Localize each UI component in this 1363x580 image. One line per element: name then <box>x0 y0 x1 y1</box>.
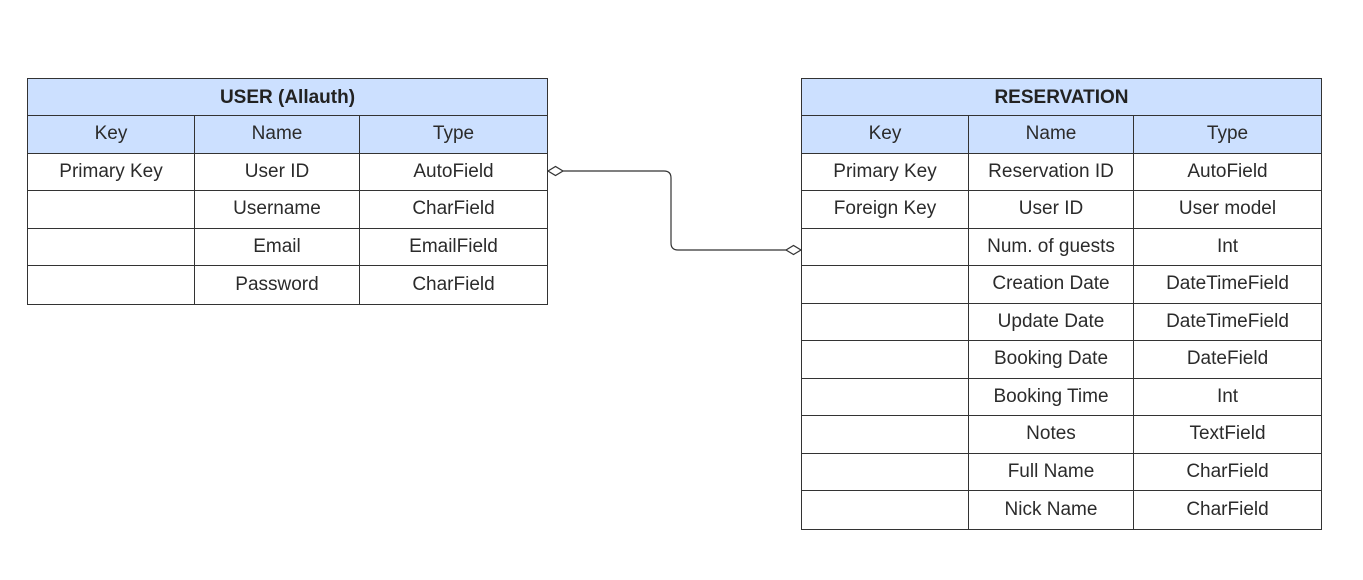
field-key <box>802 416 969 453</box>
field-type: EmailField <box>409 235 498 257</box>
field-type: DateField <box>1186 348 1269 370</box>
field-key <box>802 266 969 303</box>
field-type: AutoField <box>1187 160 1268 182</box>
field-key <box>28 266 195 304</box>
reservation-field-row: Update Date DateTimeField <box>802 303 1321 341</box>
field-key <box>28 228 195 265</box>
user-field-row: Email EmailField <box>28 228 547 266</box>
reservation-field-row: Booking Time Int <box>802 378 1321 416</box>
field-name: User ID <box>195 153 360 190</box>
field-type: CharField <box>1186 460 1269 482</box>
field-type: TextField <box>1189 423 1266 445</box>
field-key: Foreign Key <box>802 191 969 228</box>
reservation-field-row: Foreign Key User ID User model <box>802 191 1321 229</box>
field-type: CharField <box>412 273 495 295</box>
column-header-key: Key <box>28 116 195 153</box>
user-field-row: Username CharField <box>28 191 547 229</box>
field-name: Password <box>195 266 360 304</box>
reservation-entity-table: RESERVATION Key Name Type Primary Key Re… <box>801 78 1322 530</box>
field-key <box>802 378 969 415</box>
field-key <box>802 453 969 490</box>
column-header-name: Name <box>195 116 360 153</box>
relationship-line <box>563 170 786 251</box>
user-field-row: Primary Key User ID AutoField <box>28 153 547 191</box>
field-key <box>802 228 969 265</box>
reservation-field-row: Nick Name CharField <box>802 491 1321 529</box>
field-key: Primary Key <box>28 153 195 190</box>
reservation-field-row: Booking Date DateField <box>802 341 1321 379</box>
column-header-name: Name <box>969 116 1134 153</box>
reservation-entity-title: RESERVATION <box>802 79 1321 116</box>
reservation-field-row: Primary Key Reservation ID AutoField <box>802 153 1321 191</box>
field-name: Full Name <box>969 453 1134 490</box>
reservation-field-row: Full Name CharField <box>802 453 1321 491</box>
column-header-type: Type <box>432 123 475 145</box>
field-key <box>802 491 969 529</box>
field-name: Nick Name <box>969 491 1134 529</box>
user-entity-table: USER (Allauth) Key Name Type Primary Key… <box>27 78 548 305</box>
field-key <box>28 191 195 228</box>
field-key <box>802 303 969 340</box>
reservation-field-row: Num. of guests Int <box>802 228 1321 266</box>
field-type: CharField <box>412 198 495 220</box>
user-column-header-row: Key Name Type <box>28 116 547 154</box>
field-name: Creation Date <box>969 266 1134 303</box>
reservation-end-diamond-icon <box>784 244 803 256</box>
field-name: User ID <box>969 191 1134 228</box>
user-end-diamond-icon <box>546 165 565 177</box>
field-name: Notes <box>969 416 1134 453</box>
field-key <box>802 341 969 378</box>
column-header-type: Type <box>1206 123 1249 145</box>
field-type: CharField <box>1186 498 1269 520</box>
field-type: User model <box>1178 198 1277 220</box>
reservation-column-header-row: Key Name Type <box>802 116 1321 154</box>
field-type: Int <box>1216 235 1239 257</box>
field-key: Primary Key <box>802 153 969 190</box>
user-field-row: Password CharField <box>28 266 547 304</box>
reservation-field-row: Notes TextField <box>802 416 1321 454</box>
field-type: Int <box>1216 385 1239 407</box>
field-name: Username <box>195 191 360 228</box>
field-name: Booking Date <box>969 341 1134 378</box>
field-type: DateTimeField <box>1166 273 1289 295</box>
field-name: Booking Time <box>969 378 1134 415</box>
field-name: Reservation ID <box>969 153 1134 190</box>
field-name: Update Date <box>969 303 1134 340</box>
field-type: AutoField <box>413 160 494 182</box>
column-header-key: Key <box>802 116 969 153</box>
field-type: DateTimeField <box>1166 310 1289 332</box>
field-name: Num. of guests <box>969 228 1134 265</box>
field-name: Email <box>195 228 360 265</box>
reservation-field-row: Creation Date DateTimeField <box>802 266 1321 304</box>
user-entity-title: USER (Allauth) <box>28 79 547 116</box>
